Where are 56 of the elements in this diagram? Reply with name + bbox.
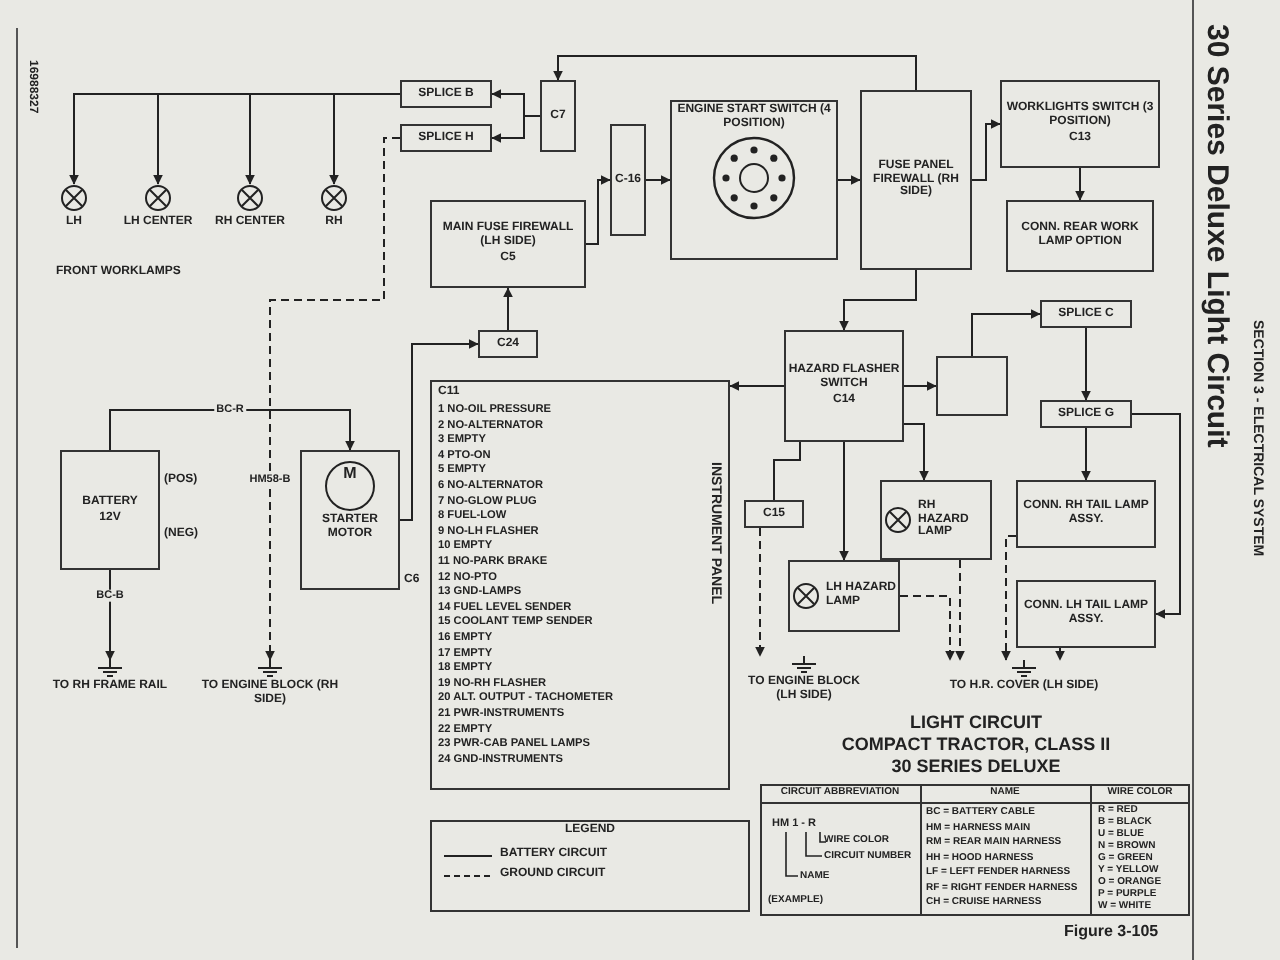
battery-box: [60, 450, 160, 570]
wire: [971, 119, 1001, 181]
wire: [1081, 427, 1091, 481]
splice-block: [400, 80, 492, 108]
wire: [1055, 647, 1065, 661]
fuse-panel: [860, 90, 972, 270]
wire: [503, 287, 513, 331]
connector-block: [540, 80, 576, 152]
wire: [585, 175, 611, 245]
tail-lamp-connector: [1016, 480, 1156, 548]
wire: [1075, 167, 1085, 201]
wire: [729, 381, 785, 391]
splice-block: [1040, 400, 1132, 428]
diagram-subtitle: COMPACT TRACTOR, CLASS II: [839, 734, 1113, 755]
motor-symbol-letter: M: [341, 464, 359, 483]
wire: [955, 559, 965, 661]
starter-motor: [300, 450, 400, 590]
splice-block: [1040, 300, 1132, 328]
wire: [1081, 327, 1091, 401]
hazard-lamp: [880, 480, 992, 560]
wire: [903, 381, 937, 391]
wire: [899, 595, 955, 661]
wire: [971, 309, 1041, 357]
instrument-panel: [430, 380, 730, 790]
wire: [1131, 413, 1181, 619]
wire: [399, 339, 479, 521]
wire: [109, 409, 355, 451]
flasher-module: [936, 356, 1008, 416]
tail-lamp-connector: [1016, 580, 1156, 648]
wire: [839, 269, 917, 331]
fuse-block: [430, 200, 586, 288]
wire: [645, 175, 671, 185]
hazard-lamp: [788, 560, 900, 632]
figure-caption: Figure 3-105: [1064, 922, 1159, 940]
wire: [105, 569, 115, 661]
page-title: 30 Series Deluxe Light Circuit: [1200, 24, 1234, 448]
wire: [839, 441, 849, 561]
wire: [329, 93, 401, 185]
connector-block: [478, 330, 538, 358]
connector-block: [1006, 200, 1154, 272]
diagram-subtitle: LIGHT CIRCUIT: [908, 712, 1044, 733]
hazard-switch: [784, 330, 904, 442]
connector-block: [610, 124, 646, 236]
wire: [553, 55, 917, 91]
wire: [773, 441, 801, 501]
wire: [755, 527, 765, 657]
connector-block: [744, 500, 804, 528]
wire: [1001, 535, 1017, 661]
splice-block: [400, 124, 492, 152]
wire: [491, 115, 541, 143]
switch-box: [1000, 80, 1160, 168]
ignition-switch: [670, 100, 838, 260]
diagram-subtitle: 30 SERIES DELUXE: [889, 756, 1063, 777]
wire: [903, 423, 929, 481]
wire: [837, 175, 861, 185]
wire: [265, 137, 401, 661]
